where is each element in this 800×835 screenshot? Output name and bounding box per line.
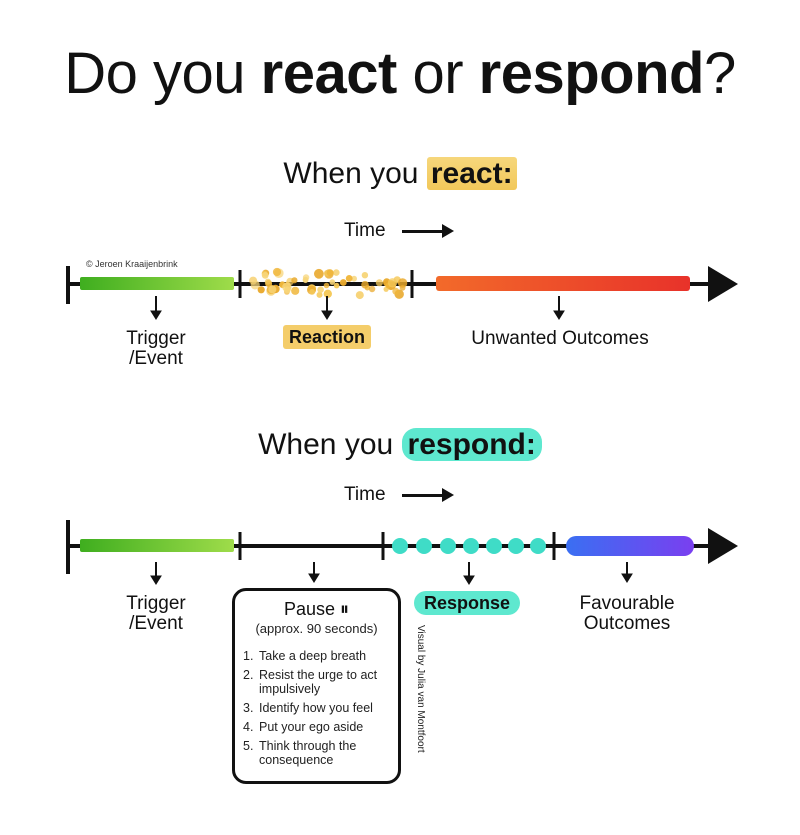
unwanted-outcomes-label: Unwanted Outcomes bbox=[471, 328, 649, 349]
reaction-dot bbox=[361, 272, 369, 279]
respond-time-label: Time bbox=[344, 484, 386, 505]
unwanted-outcomes-bar bbox=[436, 276, 690, 291]
reaction-dot bbox=[257, 286, 265, 294]
title-react-word: react bbox=[260, 41, 398, 106]
reaction-dot bbox=[250, 280, 260, 290]
reaction-dot bbox=[291, 286, 300, 295]
favourable-outcomes-label: Favourable Outcomes bbox=[579, 593, 675, 634]
reaction-dot bbox=[291, 277, 298, 284]
reaction-dot bbox=[397, 278, 408, 288]
react-trigger-bar bbox=[80, 277, 234, 290]
reaction-dot bbox=[345, 275, 353, 282]
pause-box: Pause ⏸ (approx. 90 seconds) 1.Take a de… bbox=[232, 588, 401, 784]
respond-time-arrow bbox=[402, 488, 454, 502]
response-dots bbox=[392, 538, 546, 554]
reaction-label: Reaction bbox=[283, 325, 372, 349]
page-title: Do you react or respond? bbox=[0, 40, 800, 107]
reaction-dot bbox=[351, 275, 357, 282]
react-time-label: Time bbox=[344, 220, 386, 241]
reaction-dot bbox=[323, 289, 332, 298]
reaction-dot bbox=[339, 279, 347, 286]
respond-down-arrow-response bbox=[463, 562, 475, 585]
reaction-dot bbox=[387, 278, 398, 288]
react-down-arrow-outcomes bbox=[553, 296, 565, 320]
reaction-dot bbox=[317, 286, 324, 294]
react-keyword-highlight: react: bbox=[426, 157, 517, 190]
reaction-dot bbox=[261, 272, 269, 279]
react-trigger-label: Trigger /Event bbox=[126, 328, 186, 369]
reaction-dot bbox=[264, 278, 271, 285]
reaction-dot bbox=[302, 276, 309, 283]
title-text: ? bbox=[703, 41, 736, 106]
pause-title: Pause ⏸ bbox=[283, 599, 350, 619]
copyright-text: © Jeroen Kraaijenbrink bbox=[86, 259, 178, 269]
reaction-dot bbox=[314, 268, 324, 279]
respond-heading: When you respond: bbox=[0, 428, 800, 462]
reaction-dot bbox=[333, 282, 340, 289]
reaction-dot bbox=[368, 285, 376, 293]
reaction-dots bbox=[249, 267, 408, 300]
reaction-dot bbox=[361, 280, 369, 289]
reaction-dot bbox=[326, 269, 334, 277]
respond-down-arrow-outcomes bbox=[621, 562, 633, 583]
react-down-arrow-reaction bbox=[321, 296, 333, 320]
title-respond-word: respond bbox=[478, 41, 705, 106]
pause-subtitle: (approx. 90 seconds) bbox=[255, 621, 378, 636]
respond-trigger-label: Trigger /Event bbox=[126, 593, 186, 634]
pause-step: 2.Resist the urge to act impulsively bbox=[243, 668, 378, 696]
pause-step: 5.Think through the consequence bbox=[243, 739, 357, 767]
reaction-dot bbox=[309, 289, 315, 295]
respond-axis-arrowhead bbox=[708, 528, 738, 564]
favourable-outcomes-bar bbox=[566, 536, 694, 556]
title-text: or bbox=[396, 41, 479, 106]
respond-down-arrow-pause bbox=[308, 562, 320, 583]
react-heading: When you react: bbox=[0, 157, 800, 191]
response-label: Response bbox=[414, 591, 521, 615]
react-time-arrow bbox=[402, 224, 454, 238]
respond-keyword-highlight: respond: bbox=[401, 428, 542, 461]
pause-step: 3.Identify how you feel bbox=[243, 701, 373, 715]
visual-credit: Visual by Julia van Montfoort bbox=[415, 625, 426, 753]
reaction-dot bbox=[399, 284, 406, 291]
reaction-dot bbox=[375, 279, 383, 287]
respond-trigger-bar bbox=[80, 539, 234, 552]
reaction-dot bbox=[282, 282, 292, 292]
pause-step: 4.Put your ego aside bbox=[243, 720, 364, 734]
reaction-dot bbox=[392, 287, 400, 295]
reaction-dot bbox=[323, 282, 330, 289]
reaction-dot bbox=[333, 269, 340, 276]
reaction-dot bbox=[316, 291, 323, 298]
reaction-dot bbox=[329, 279, 336, 285]
react-down-arrow-trigger bbox=[150, 296, 162, 320]
reaction-dot bbox=[355, 291, 364, 300]
pause-steps-list: 1.Take a deep breath 2.Resist the urge t… bbox=[243, 649, 398, 772]
title-text: Do you bbox=[64, 41, 261, 106]
respond-down-arrow-trigger bbox=[150, 562, 162, 585]
pause-step: 1.Take a deep breath bbox=[243, 649, 367, 663]
reaction-dot bbox=[268, 285, 277, 294]
react-axis-arrowhead bbox=[708, 266, 738, 302]
reaction-dot bbox=[272, 267, 282, 277]
